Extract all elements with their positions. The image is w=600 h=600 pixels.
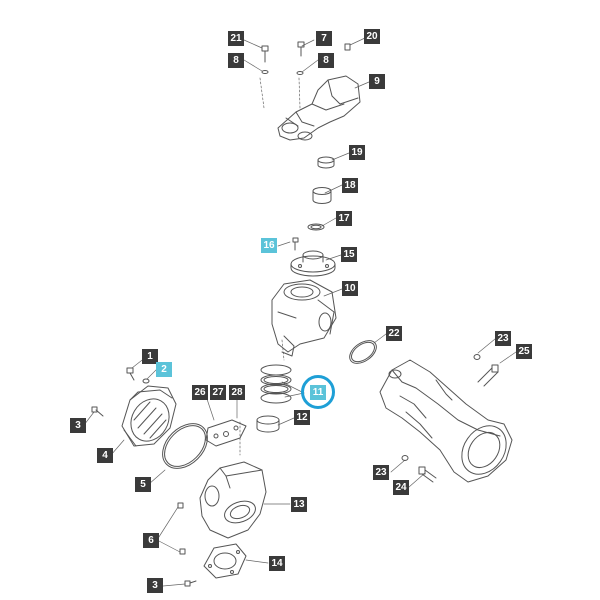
part-22-o-ring xyxy=(349,340,377,364)
callout-20[interactable]: 20 xyxy=(364,29,380,44)
callout-13[interactable]: 13 xyxy=(291,497,307,512)
part-15-bearing-flange xyxy=(290,250,336,277)
part-17-ring xyxy=(307,223,325,231)
callout-4[interactable]: 4 xyxy=(97,448,113,463)
leader-lines xyxy=(83,37,517,587)
callout-1[interactable]: 1 xyxy=(142,349,158,364)
callout-5[interactable]: 5 xyxy=(135,477,151,492)
part-10-gear-housing xyxy=(271,279,337,357)
callout-26[interactable]: 26 xyxy=(192,385,208,400)
callout-11[interactable]: 11 xyxy=(310,385,326,400)
callout-3[interactable]: 3 xyxy=(147,578,163,593)
callout-16[interactable]: 16 xyxy=(261,238,277,253)
callout-2[interactable]: 2 xyxy=(156,362,172,377)
callout-19[interactable]: 19 xyxy=(349,145,365,160)
callout-21[interactable]: 21 xyxy=(228,31,244,46)
callout-23[interactable]: 23 xyxy=(373,465,389,480)
part-14-gasket xyxy=(203,543,247,579)
callout-9[interactable]: 9 xyxy=(369,74,385,89)
part-19-ring xyxy=(317,156,335,169)
part-13-pump-body xyxy=(199,461,267,539)
part-12-sleeve xyxy=(256,415,280,433)
callout-25[interactable]: 25 xyxy=(516,344,532,359)
callout-27[interactable]: 27 xyxy=(210,385,226,400)
main-gear-housing xyxy=(379,359,513,483)
callout-8[interactable]: 8 xyxy=(228,53,244,68)
callout-24[interactable]: 24 xyxy=(393,480,409,495)
highlight-ring xyxy=(301,375,335,409)
callout-22[interactable]: 22 xyxy=(386,326,402,341)
part-4-fan-cover xyxy=(121,385,177,447)
callout-15[interactable]: 15 xyxy=(341,247,357,262)
callout-6[interactable]: 6 xyxy=(143,533,159,548)
callout-14[interactable]: 14 xyxy=(269,556,285,571)
callout-12[interactable]: 12 xyxy=(294,410,310,425)
part-11-piston-rings xyxy=(260,364,292,404)
fasteners xyxy=(91,41,499,587)
part-18-bushing xyxy=(312,187,332,204)
callout-7[interactable]: 7 xyxy=(316,31,332,46)
callout-10[interactable]: 10 xyxy=(342,281,358,296)
part-26-28-plate xyxy=(205,419,247,447)
callout-23[interactable]: 23 xyxy=(495,331,511,346)
callout-17[interactable]: 17 xyxy=(336,211,352,226)
callout-28[interactable]: 28 xyxy=(229,385,245,400)
callout-3[interactable]: 3 xyxy=(70,418,86,433)
part-9-upper-yoke xyxy=(277,75,361,141)
callout-18[interactable]: 18 xyxy=(342,178,358,193)
part-5-large-o-ring xyxy=(162,423,208,469)
callout-8[interactable]: 8 xyxy=(318,53,334,68)
